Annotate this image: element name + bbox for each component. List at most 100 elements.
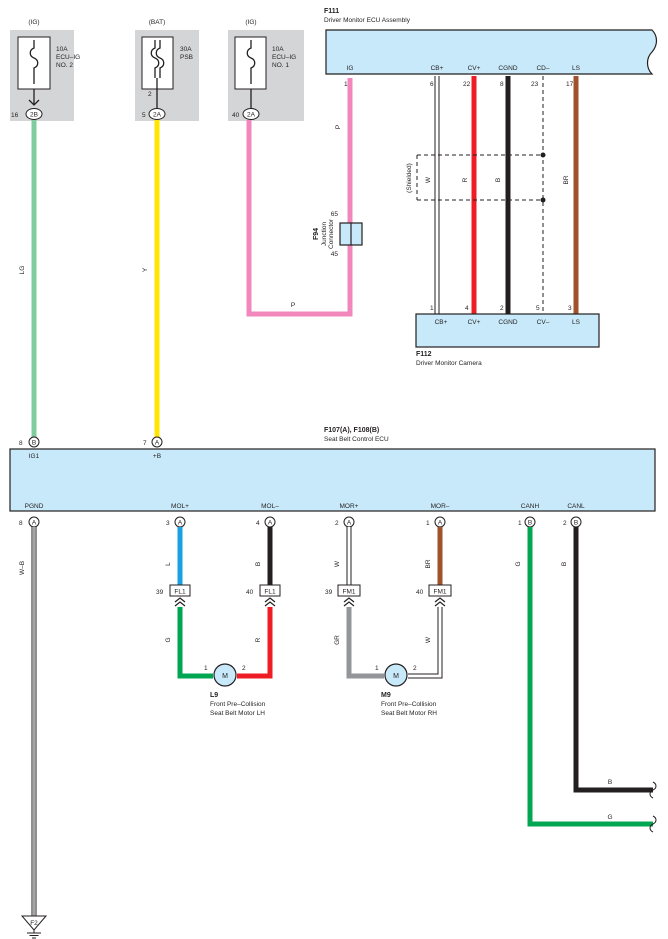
fm1-b-name: FM1 bbox=[434, 589, 447, 596]
seat-belt-motor-lh: G R M 1 2 L9 Front Pre–Collision Seat Be… bbox=[165, 607, 273, 717]
ecu-code: F107(A), F108(B) bbox=[324, 427, 379, 434]
f112-pin-cgnd: CGND bbox=[498, 319, 517, 326]
f94-name1: Junction bbox=[321, 222, 328, 247]
ground-f2-code: F2 bbox=[30, 920, 38, 927]
ecu-pin-ig1: IG1 bbox=[29, 453, 40, 460]
f112-num-3: 3 bbox=[568, 305, 572, 312]
wire-p-vert-label: P bbox=[335, 125, 342, 129]
connector-fl1-b bbox=[259, 584, 281, 597]
wire-b-canl-out-label: B bbox=[608, 779, 612, 786]
f111-pin-cvplus: CV+ bbox=[468, 65, 481, 72]
ecu-top-num-8: 8 bbox=[19, 440, 23, 447]
fuse-ecu-ig2-link-icon bbox=[29, 40, 39, 84]
motor-l9-icon bbox=[213, 663, 237, 687]
motor-m9-icon bbox=[384, 663, 408, 687]
wire-b-canl bbox=[573, 527, 653, 793]
ecu-bot-num-canh: 1 bbox=[518, 520, 522, 527]
ecu-bot-num-canl: 2 bbox=[563, 520, 567, 527]
f111-num-8: 8 bbox=[500, 81, 504, 88]
ecu-bot-num-molplus: 3 bbox=[166, 520, 170, 527]
wire-g-canh-out-label: G bbox=[607, 814, 612, 821]
ecu-pin-pgnd: PGND bbox=[25, 503, 44, 510]
chevron-up-icon bbox=[434, 597, 446, 607]
wire-g-l9 bbox=[177, 607, 213, 679]
f112-pin-ls: LS bbox=[572, 319, 581, 326]
f111-pin-cbplus: CB+ bbox=[431, 65, 444, 72]
motor-m9-pin2: 2 bbox=[413, 665, 417, 672]
fuse-psb-supply: (BAT) bbox=[149, 19, 166, 26]
f94-pin-65: 65 bbox=[331, 211, 339, 218]
f94-name2: Connector bbox=[328, 218, 335, 249]
f111-num-17: 17 bbox=[566, 81, 574, 88]
fuse-ecu-ig1-conn: 2A bbox=[247, 112, 256, 119]
fuse-psb: (BAT) 30A PSB 2 bbox=[135, 19, 199, 121]
terminal-chevron-icon bbox=[28, 99, 40, 106]
ecu-bot-num-morplus: 2 bbox=[335, 520, 339, 527]
wire-break-icon bbox=[649, 781, 657, 799]
connector-fm1-a bbox=[337, 584, 361, 597]
junction-connector-f94: 65 45 F94 Junction Connector bbox=[313, 211, 363, 258]
wire-w-m9-label: W bbox=[425, 636, 432, 643]
motor-m9-pin1: 1 bbox=[375, 665, 379, 672]
motor-l9-name2: Seat Belt Motor LH bbox=[210, 710, 265, 717]
connector-fl1-a bbox=[169, 584, 191, 597]
wire-r-label: R bbox=[462, 177, 469, 182]
wire-l-label: L bbox=[165, 562, 172, 566]
camera-harness: W R B BR (Shielded) bbox=[406, 76, 579, 314]
ecu-bottom-connectors: 8 A 3 A 4 A 2 A 1 A 1 B 2 B bbox=[19, 516, 582, 528]
f111-num-22: 22 bbox=[463, 81, 471, 88]
ecu-bot-num-pgnd: 8 bbox=[19, 520, 23, 527]
wire-g-l9-label: G bbox=[165, 637, 172, 642]
ecu-bot-conn-canh: B bbox=[528, 520, 532, 527]
ecu-top-conn-a: A bbox=[155, 440, 160, 447]
fuse-ecu-ig2-supply: (IG) bbox=[28, 19, 39, 26]
ecu-pin-morplus: MOR+ bbox=[340, 503, 359, 510]
ecu-name: Seat Belt Control ECU bbox=[324, 436, 389, 443]
wire-br-mor-label: BR bbox=[425, 559, 432, 568]
fuse-ecu-ig2-conn: 2B bbox=[30, 112, 38, 119]
wire-gr-m9-label: GR bbox=[334, 635, 341, 645]
fuse-ecu-ig2-name2: NO. 2 bbox=[56, 62, 73, 69]
ecu-pin-canl: CANL bbox=[567, 503, 585, 510]
motor-l9-pin2: 2 bbox=[242, 665, 246, 672]
fuse-ecu-ig2: (IG) 10A ECU–IG NO. 2 bbox=[10, 19, 80, 121]
fuse-psb-rating: 30A bbox=[180, 46, 192, 53]
fm1-a-name: FM1 bbox=[343, 589, 356, 596]
wire-w-label: W bbox=[425, 176, 432, 183]
fuse-psb-name1: PSB bbox=[180, 54, 193, 61]
fuse-psb-link-icon bbox=[150, 40, 165, 78]
f111-body bbox=[325, 29, 658, 75]
fuse-ecu-ig2-name1: ECU–IG bbox=[56, 54, 80, 61]
fuse-ecu-ig1-supply: (IG) bbox=[245, 19, 256, 26]
fl1-b-num: 40 bbox=[246, 589, 254, 596]
wire-p bbox=[246, 78, 353, 317]
fuse-ecu-ig1-rating: 10A bbox=[272, 46, 284, 53]
wire-w-m9 bbox=[408, 607, 442, 678]
ecu-top-conn-b: B bbox=[32, 440, 36, 447]
wire-b-mol-label: B bbox=[255, 562, 262, 566]
wire-g-canh-label: G bbox=[515, 561, 522, 566]
fm1-a-num: 39 bbox=[325, 589, 333, 596]
f111-num-23: 23 bbox=[531, 81, 539, 88]
seat-belt-control-ecu: F107(A), F108(B) Seat Belt Control ECU 8… bbox=[9, 427, 656, 512]
connector-2a-ig1 bbox=[242, 108, 260, 120]
wire-r-l9 bbox=[237, 607, 273, 679]
f111-name: Driver Monitor ECU Assembly bbox=[324, 17, 411, 24]
chevron-up-icon bbox=[343, 597, 355, 607]
ecu-bot-conn-morplus: A bbox=[347, 520, 352, 527]
wire-wb-label: W–B bbox=[19, 561, 26, 575]
fuse-ecu-ig1-name1: ECU–IG bbox=[272, 54, 296, 61]
fuse-ecu-ig1-pin: 40 bbox=[232, 112, 240, 119]
shield-outline bbox=[416, 154, 543, 201]
shield-junction-top bbox=[540, 152, 546, 158]
ecu-bot-conn-molminus: A bbox=[268, 520, 273, 527]
fuse-ecu-ig1: (IG) 10A ECU–IG NO. 1 bbox=[228, 19, 304, 121]
driver-monitor-camera: 1 4 2 5 3 CB+ CV+ CGND CV– LS F112 Drive… bbox=[415, 305, 600, 367]
f112-num-4: 4 bbox=[465, 305, 469, 312]
f112-num-5: 5 bbox=[536, 305, 540, 312]
connector-2b bbox=[25, 108, 43, 120]
ground-f2-icon bbox=[20, 915, 48, 931]
wire-w-mor-label: W bbox=[334, 560, 341, 567]
f111-pin-ls: LS bbox=[572, 65, 581, 72]
ecu-bot-conn-pgnd: A bbox=[32, 520, 37, 527]
